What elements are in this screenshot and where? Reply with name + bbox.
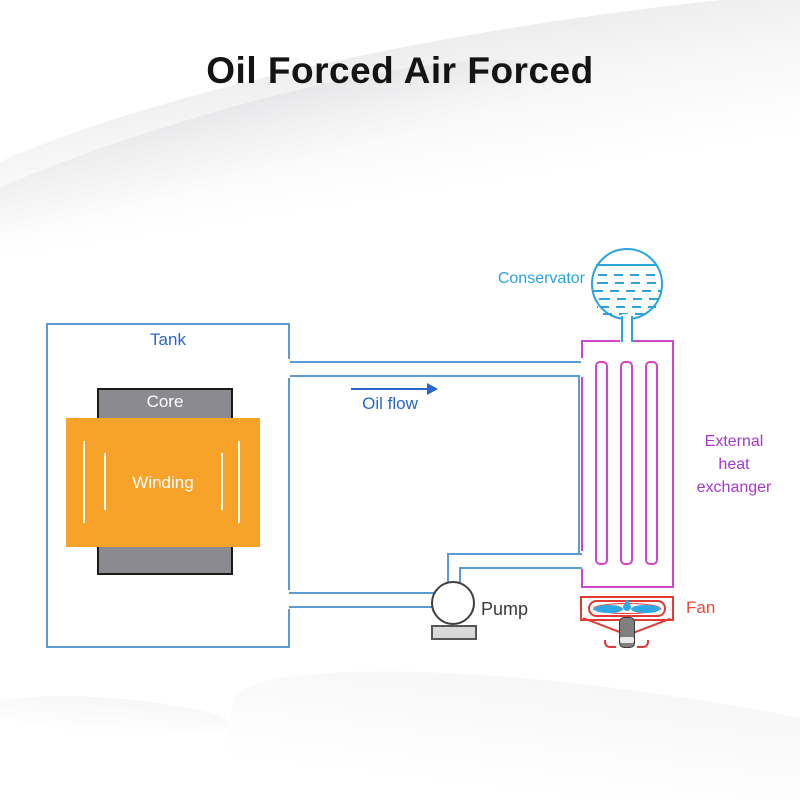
tank-label: Tank — [150, 330, 186, 349]
winding-turn-line — [238, 441, 240, 523]
pipe-tank-to-exchanger-inner — [290, 375, 580, 377]
oil-level-dash-row — [598, 274, 656, 276]
pump-label: Pump — [481, 599, 529, 619]
heat-exchanger-label: External heat exchanger — [688, 430, 780, 499]
oil-level-dash-row — [592, 290, 661, 292]
exchanger-tube — [620, 361, 633, 565]
fan-blade-left — [594, 605, 623, 613]
background-swoosh-bottom-left — [0, 689, 231, 743]
winding-turn-line — [221, 453, 223, 510]
conservator-neck-gap — [622, 314, 632, 322]
fan-blade-right — [631, 605, 660, 613]
fan-hub-dot — [625, 600, 629, 604]
pump-base — [431, 625, 477, 640]
exchanger-wall-gap-bottom — [579, 551, 585, 569]
page-title: Oil Forced Air Forced — [206, 50, 594, 91]
tank-wall-gap-bottom — [284, 590, 292, 609]
pipe-tank-to-pump-lower — [289, 606, 437, 608]
oil-flow-label: Oil flow — [362, 394, 418, 413]
background-swoosh-bottom — [218, 642, 800, 800]
oil-flow-arrow-line — [351, 388, 427, 390]
winding-label: Winding — [132, 473, 194, 492]
fan-foot-right — [637, 640, 649, 648]
conservator-neck-left — [621, 316, 623, 342]
exchanger-tube — [595, 361, 608, 565]
pipe-pump-to-exchanger-upper — [447, 553, 582, 555]
tank-outline — [46, 323, 290, 648]
pipe-pump-riser-right — [459, 567, 461, 583]
heat-exchanger-label-line1: External — [704, 433, 764, 450]
heat-exchanger-label-line3: exchanger — [696, 479, 772, 496]
pipe-pump-to-exchanger-lower — [459, 567, 582, 569]
pipe-tank-to-pump-upper — [289, 592, 435, 594]
oil-level-dash-row — [594, 298, 660, 300]
fan-motor-band — [620, 637, 634, 643]
pipe-inner-vertical — [578, 375, 580, 555]
winding-turn-line — [104, 453, 106, 510]
oil-level-dash-row — [594, 282, 660, 284]
exchanger-wall-gap-neck — [620, 338, 633, 344]
conservator-shape — [591, 248, 663, 320]
fan-label: Fan — [686, 598, 716, 617]
fan-motor — [619, 617, 635, 648]
pump-shape — [431, 581, 475, 625]
heat-exchanger-label-line2: heat — [718, 456, 750, 473]
conservator-label: Conservator — [497, 270, 585, 287]
winding-turn-line — [83, 441, 85, 523]
core-label: Core — [146, 392, 184, 411]
conservator-neck-right — [631, 316, 633, 342]
fan-hub — [623, 603, 631, 611]
conservator-oil-level-line — [596, 264, 657, 266]
exchanger-wall-gap-top — [579, 358, 585, 377]
pipe-pump-riser-left — [447, 553, 449, 583]
fan-foot-left — [604, 640, 616, 648]
oil-flow-arrow-head — [427, 383, 438, 395]
winding-shape — [66, 418, 260, 547]
pipe-tank-to-exchanger-outer — [290, 361, 581, 363]
exchanger-tube — [645, 361, 658, 565]
oil-level-dash-row — [597, 306, 656, 308]
tank-wall-gap-top — [284, 359, 292, 378]
